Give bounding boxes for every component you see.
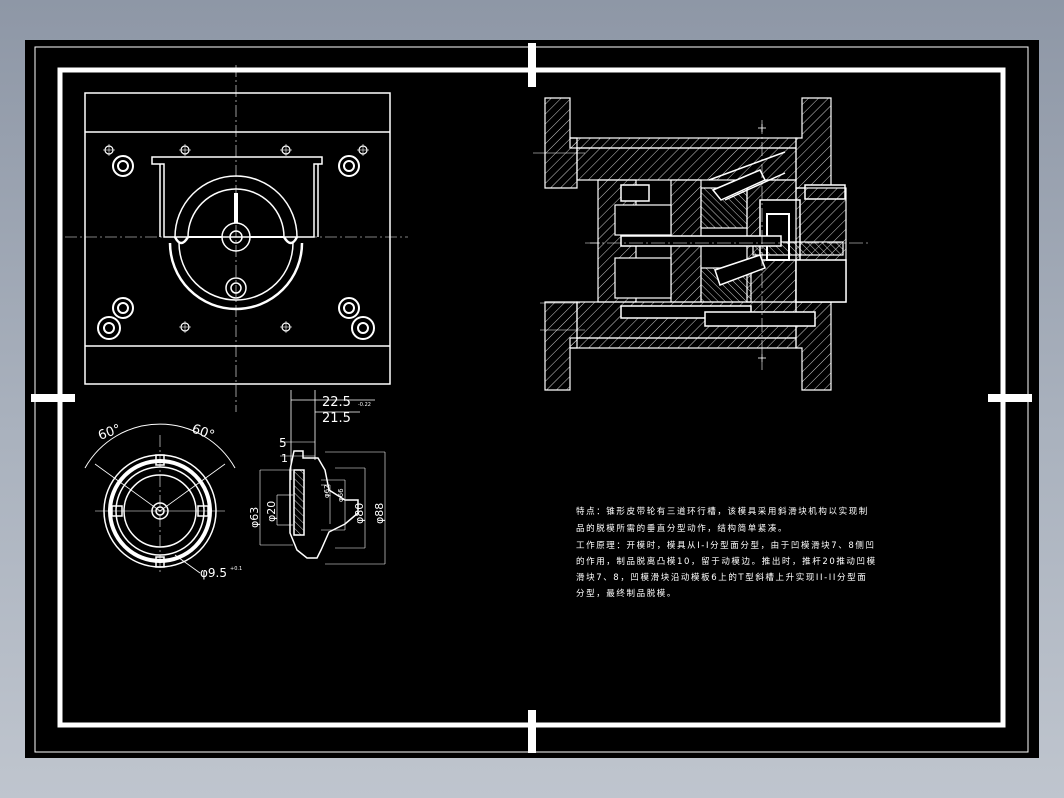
dim-phi62: φ62 <box>323 484 331 498</box>
phi95-tol: +0.1 <box>230 566 242 572</box>
phi95-label: φ9.5 <box>200 566 227 580</box>
guide-pins <box>97 155 375 340</box>
angle-right-label: 60° <box>190 422 217 444</box>
section-dimension-labels: 22.5 -0.22 21.5 5 1 φ63 φ20 φ62 φ66 φ80 … <box>248 395 386 528</box>
note-line-2: 品的脱模所需的垂直分型动作，结构简单紧凑。 <box>576 524 789 534</box>
dim-phi88: φ88 <box>373 503 386 524</box>
dim-21-5: 21.5 <box>322 411 351 426</box>
mold-plan-view <box>65 65 408 412</box>
mold-section-view <box>533 97 870 391</box>
dim-22-5-tol: -0.22 <box>358 402 371 408</box>
angle-left-label: 60° <box>96 422 123 444</box>
dim-22-5: 22.5 <box>322 395 351 410</box>
pulley-section-view <box>259 390 386 565</box>
drawing-viewport[interactable]: 60° 60° φ9.5 +0.1 22.5 -0.22 <box>25 40 1039 758</box>
dim-5: 5 <box>279 436 287 450</box>
angle-labels: 60° 60° φ9.5 +0.1 <box>96 422 242 580</box>
bolt-holes <box>103 144 369 333</box>
dim-1: 1 <box>281 452 288 465</box>
pulley-front-view <box>84 423 236 575</box>
dim-phi20: φ20 <box>265 501 278 522</box>
note-line-1: 特点：锥形皮带轮有三道环行槽，该模具采用斜滑块机构以实现制 <box>576 507 869 517</box>
cad-drawing: 60° 60° φ9.5 +0.1 22.5 -0.22 <box>31 43 1032 753</box>
note-line-3: 工作原理：开模时，模具从I-I分型面分型，由于凹模滑块7、8侧凹 <box>576 541 876 551</box>
note-line-5: 滑块7、8，凹模滑块沿动模板6上的T型斜槽上升实现II-II分型面 <box>576 573 868 583</box>
note-line-6: 分型，最终制品脱模。 <box>576 589 678 599</box>
drawing-frame <box>31 43 1032 753</box>
dim-phi63: φ63 <box>248 507 261 528</box>
dim-phi66: φ66 <box>337 488 345 502</box>
note-line-4: 的作用，制品脱离凸模10，留于动模边。推出时，推杆20推动凹模 <box>576 557 877 567</box>
dim-phi80: φ80 <box>353 503 366 524</box>
